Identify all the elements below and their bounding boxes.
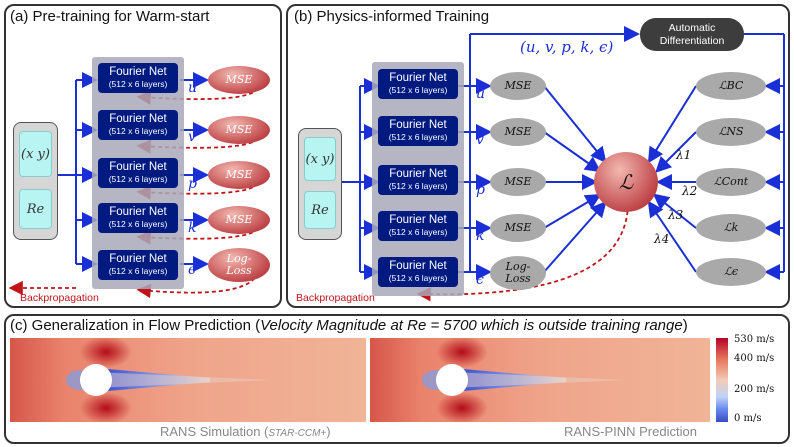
fourier-net-b-eps: Fourier Net(512 x 6 layers) <box>378 257 458 287</box>
automatic-differentiation-box: Automatic Differentiation <box>640 18 744 51</box>
bc-loss: ℒBC <box>696 72 766 100</box>
mse-loss-a-v: MSE <box>208 116 270 144</box>
var-label-b-u: u <box>476 86 486 102</box>
rans-pinn-field <box>370 338 710 422</box>
k-loss: ℒk <box>696 214 766 242</box>
mse-loss-b-v: MSE <box>490 118 546 146</box>
mse-loss-a-u: MSE <box>208 66 270 94</box>
mse-loss-a-k: MSE <box>208 206 270 234</box>
rans-simulation-field <box>10 338 366 422</box>
input-box-b: (x y) Re <box>298 128 342 240</box>
var-label-a-p: p <box>188 176 197 192</box>
fourier-net-b-p: Fourier Net(512 x 6 layers) <box>378 165 458 195</box>
lambda-4: λ4 <box>654 232 670 246</box>
fourier-net-a-v: Fourier Net(512 x 6 layers) <box>98 110 178 140</box>
var-label-b-k: k <box>476 228 485 244</box>
outputs-label: (u, v, p, k, ϵ) <box>520 38 614 56</box>
fourier-net-b-u: Fourier Net(512 x 6 layers) <box>378 69 458 99</box>
lambda-3: λ3 <box>668 208 684 222</box>
fourier-net-a-k: Fourier Net(512 x 6 layers) <box>98 203 178 233</box>
lambda-1: λ1 <box>676 148 692 162</box>
colorbar-tick-400: 400 m/s <box>734 353 775 364</box>
log-loss-a-eps: Log-Loss <box>208 248 270 282</box>
var-label-a-k: k <box>188 220 197 236</box>
fourier-net-a-u: Fourier Net(512 x 6 layers) <box>98 63 178 93</box>
var-label-a-u: u <box>188 80 198 96</box>
fourier-net-a-eps: Fourier Net(512 x 6 layers) <box>98 250 178 280</box>
var-label-b-v: v <box>476 132 484 148</box>
colorbar-tick-0: 0 m/s <box>734 413 762 424</box>
var-label-b-eps: ϵ <box>476 272 484 288</box>
var-label-a-eps: ϵ <box>188 262 196 278</box>
re-input-cell-b: Re <box>304 191 336 229</box>
backprop-label-b: Backpropagation <box>296 292 375 304</box>
xy-input-cell-b: (x y) <box>304 137 336 181</box>
mse-loss-b-p: MSE <box>490 168 546 196</box>
total-loss-node: ℒ <box>594 152 658 212</box>
rans-simulation-caption: RANS Simulation (STAR-CCM+) <box>160 424 331 439</box>
input-box-a: (x y) Re <box>13 122 58 240</box>
var-label-a-v: v <box>188 129 196 145</box>
colorbar-tick-200: 200 m/s <box>734 384 775 395</box>
log-loss-b-eps: Log-Loss <box>490 256 546 290</box>
mse-loss-a-p: MSE <box>208 161 270 189</box>
panel-a-title: (a) Pre-training for Warm-start <box>10 8 210 25</box>
panel-b <box>286 4 790 308</box>
fourier-net-a-p: Fourier Net(512 x 6 layers) <box>98 158 178 188</box>
eps-loss: ℒϵ <box>696 258 766 286</box>
re-input-cell: Re <box>19 189 52 229</box>
fourier-net-b-v: Fourier Net(512 x 6 layers) <box>378 116 458 146</box>
lambda-2: λ2 <box>682 184 698 198</box>
xy-input-cell: (x y) <box>19 131 52 177</box>
panel-c-title: (c) Generalization in Flow Prediction (V… <box>10 317 688 334</box>
var-label-b-p: p <box>476 182 485 198</box>
fourier-net-b-k: Fourier Net(512 x 6 layers) <box>378 211 458 241</box>
ns-loss: ℒNS <box>696 118 766 146</box>
rans-pinn-caption: RANS-PINN Prediction <box>564 424 697 439</box>
mse-loss-b-u: MSE <box>490 72 546 100</box>
mse-loss-b-k: MSE <box>490 214 546 242</box>
cont-loss: ℒCont <box>696 168 766 196</box>
backprop-label-a: Backpropagation <box>20 292 99 304</box>
colorbar <box>716 338 728 422</box>
colorbar-tick-530: 530 m/s <box>734 334 775 345</box>
panel-b-title: (b) Physics-informed Training <box>294 8 490 25</box>
